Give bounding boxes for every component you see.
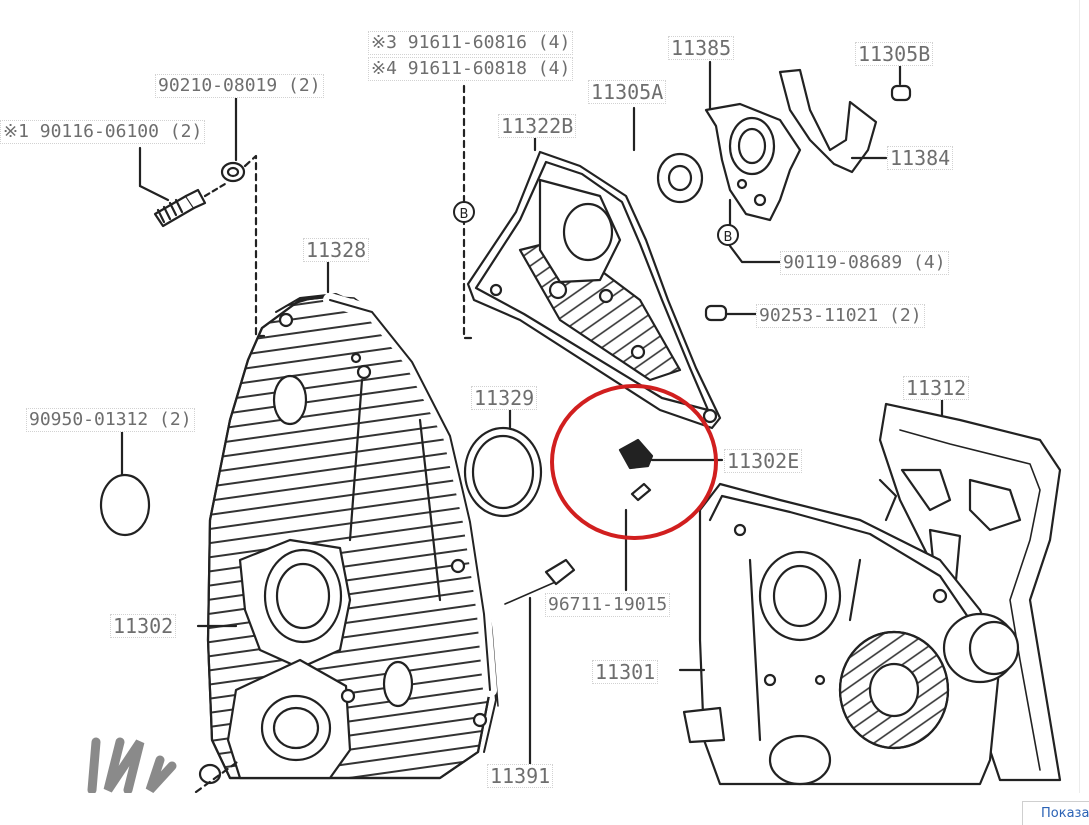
housing-11385 <box>704 60 802 230</box>
callout-b-1: B <box>453 201 475 223</box>
callout-b-2: B <box>717 224 739 246</box>
label-90950-01312: 90950-01312 (2) <box>26 408 195 432</box>
label-96711-19015: 96711-19015 <box>545 593 671 617</box>
cover-11322B <box>466 150 722 430</box>
label-11385: 11385 <box>668 36 735 60</box>
block-11301 <box>678 482 1020 786</box>
label-11384: 11384 <box>887 146 954 170</box>
label-11301: 11301 <box>592 660 659 684</box>
callout-b-text: B <box>460 207 469 222</box>
label-11305B: 11305B <box>855 42 934 66</box>
right-edge-strip <box>1079 0 1089 793</box>
label-91611-60818: ※4 91611-60818 (4) <box>368 57 574 81</box>
bolt-90116 <box>138 146 227 228</box>
label-91611-60816: ※3 91611-60816 (4) <box>368 31 574 55</box>
label-90210-08019: 90210-08019 (2) <box>155 74 324 98</box>
plug-11302E <box>618 438 724 592</box>
label-90253-11021: 90253-11021 (2) <box>756 304 925 328</box>
gasket-11384 <box>778 68 888 174</box>
washer-90210 <box>220 94 246 183</box>
highlight-circle <box>550 384 718 540</box>
dowel-90253 <box>704 304 758 322</box>
grommet-11329 <box>463 406 543 518</box>
label-11302E: 11302E <box>724 449 803 473</box>
timing-cover-11302 <box>206 293 499 780</box>
cap-90950 <box>99 428 151 537</box>
seal-11305A <box>632 106 704 204</box>
stud-11391 <box>504 558 576 770</box>
footer-bar <box>0 793 1089 823</box>
label-11312: 11312 <box>903 376 970 400</box>
callout-b-text: B <box>724 230 733 245</box>
label-90116-06100: ※1 90116-06100 (2) <box>0 120 206 144</box>
watermark-strokes <box>87 737 177 795</box>
pin-11305B <box>890 62 912 102</box>
label-11305A: 11305A <box>588 80 667 104</box>
show-button[interactable]: Показать <box>1022 801 1089 825</box>
label-11329: 11329 <box>471 386 538 410</box>
label-11302: 11302 <box>110 614 177 638</box>
label-90119-08689: 90119-08689 (4) <box>780 251 949 275</box>
label-11328: 11328 <box>303 238 370 262</box>
label-11322B: 11322B <box>498 114 577 138</box>
label-11391: 11391 <box>487 764 554 788</box>
